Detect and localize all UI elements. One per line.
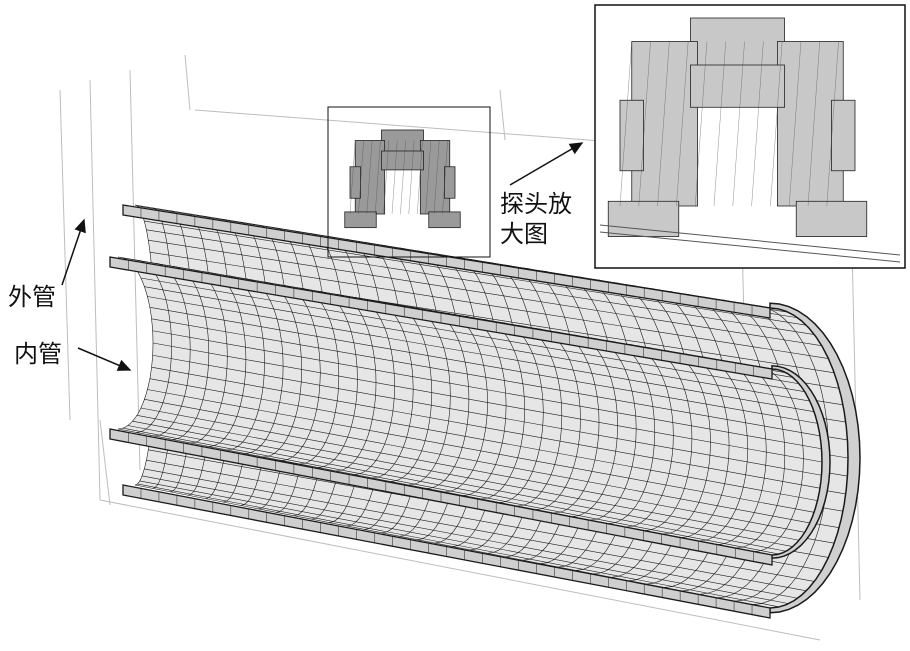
probe-highlight-box bbox=[327, 106, 491, 258]
outer-pipe-label: 外管 bbox=[8, 283, 56, 311]
annotation-arrows bbox=[61, 142, 584, 371]
inner-pipe-label: 内管 bbox=[14, 340, 62, 368]
probe-zoom-label-line1: 探头放 bbox=[500, 190, 572, 218]
probe-mesh bbox=[344, 129, 461, 229]
outer-pipe-arrow bbox=[61, 218, 86, 286]
inner-pipe-arrow bbox=[77, 347, 132, 371]
inner-pipe-mesh bbox=[109, 256, 831, 566]
probe-zoom-label-line2: 大图 bbox=[500, 220, 548, 248]
probe-zoom-inset bbox=[594, 4, 906, 269]
probe-zoom-arrow bbox=[509, 142, 584, 186]
